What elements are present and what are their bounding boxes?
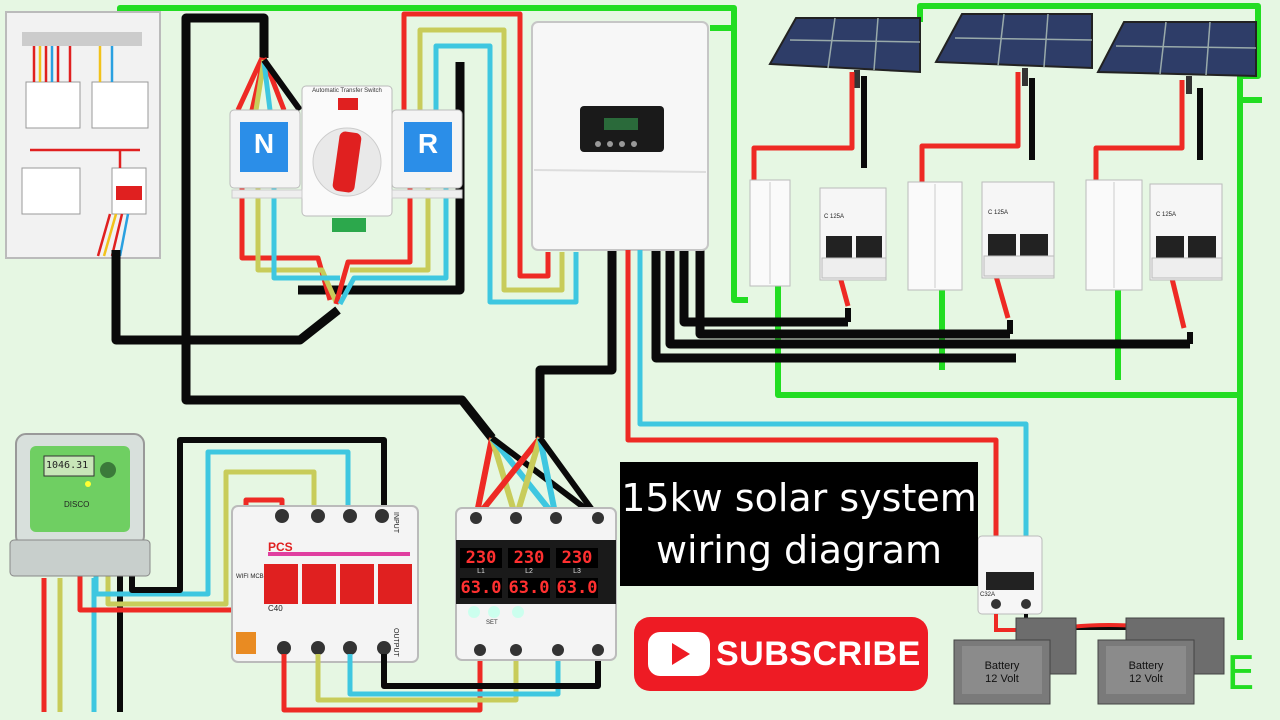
- mcb-panel: [231, 505, 419, 663]
- ats-right-label: R: [417, 128, 439, 159]
- current-l3: 63.0: [556, 578, 598, 598]
- voltage-l2: 230: [508, 548, 550, 568]
- solar-panel-3: [1096, 21, 1257, 94]
- breaker-3-rating: C 125A: [1156, 212, 1177, 218]
- mcb-wifi: WIFI MCB: [236, 574, 264, 580]
- battery-feed-wires: [625, 250, 1029, 536]
- mcb-output-wires: [281, 652, 601, 713]
- inverter: [531, 21, 709, 251]
- solar-panel-2: [934, 13, 1093, 86]
- battery-breaker: [977, 535, 1043, 615]
- dc-breaker-2: [981, 181, 1055, 279]
- meter-reading: 1046.31: [46, 460, 89, 471]
- spd-2: [907, 181, 963, 291]
- battery-2-volt: 12 Volt: [1129, 673, 1163, 685]
- line-label-l3: L3: [573, 568, 581, 575]
- meter-brand: DISCO: [64, 500, 90, 509]
- energy-meter: [9, 433, 151, 577]
- voltage-l1: 230: [460, 548, 502, 568]
- mcb-input-label: INPUT: [392, 512, 399, 533]
- breaker-2-rating: C 125A: [988, 210, 1009, 216]
- dc-breaker-1: [819, 187, 887, 281]
- voltmeter-set-label: SET: [486, 620, 498, 626]
- battery-2-name: Battery: [1128, 660, 1164, 672]
- voltage-l3: 230: [556, 548, 598, 568]
- solar-panel-1: [768, 17, 921, 88]
- battery-1-volt: 12 Volt: [985, 673, 1019, 685]
- ats-phase-wires: [235, 11, 579, 305]
- title-line-2: wiring diagram: [655, 528, 943, 572]
- current-l2: 63.0: [508, 578, 550, 598]
- breaker-1-rating: C 125A: [824, 214, 845, 220]
- current-l1: 63.0: [460, 578, 502, 598]
- neutral-wires: [111, 13, 1190, 441]
- battery-bank: [953, 617, 1225, 705]
- title-line-1: 15kw solar system: [621, 476, 977, 520]
- line-label-l1: L1: [477, 568, 485, 575]
- line-label-l2: L2: [525, 568, 533, 575]
- ats-output-wires: [239, 188, 449, 306]
- mcb-brand: PCS: [268, 540, 293, 554]
- ats-left-label: N: [253, 128, 275, 159]
- dc-black-wires: [845, 76, 1203, 344]
- battery-breaker-rating: C32A: [980, 592, 996, 598]
- subscribe-button[interactable]: SUBSCRIBE: [634, 617, 928, 691]
- subscribe-label: SUBSCRIBE: [716, 635, 921, 673]
- ats-device: [229, 85, 463, 232]
- ats-header-label: Automatic Transfer Switch: [312, 88, 382, 94]
- mcb-rating: C40: [268, 604, 283, 613]
- earth-label: E: [1226, 646, 1256, 700]
- battery-2-label: Battery 12 Volt: [1106, 660, 1186, 686]
- voltmeter-display: 230 230 230 L1 L2 L3 63.0 63.0 63.0: [460, 548, 612, 602]
- mcb-output-label: OUTPUT: [392, 628, 399, 657]
- spd-3: [1085, 179, 1143, 291]
- play-icon: [648, 632, 710, 676]
- voltmeter-input-wires: [473, 435, 601, 521]
- battery-1-name: Battery: [984, 660, 1020, 672]
- battery-1-label: Battery 12 Volt: [962, 660, 1042, 686]
- distribution-board: [5, 11, 161, 259]
- dc-breaker-3: [1149, 183, 1223, 281]
- meter-wires: [41, 437, 387, 712]
- title-box: 15kw solar system wiring diagram: [620, 462, 978, 586]
- spd-1: [749, 179, 791, 287]
